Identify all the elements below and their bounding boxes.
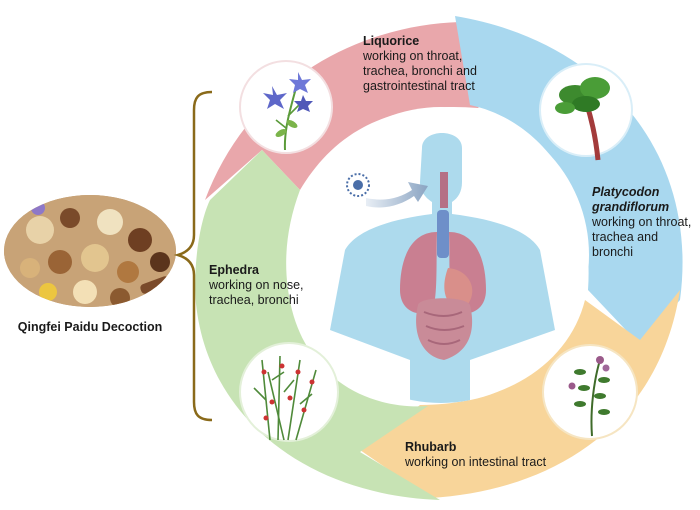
decoction-herbs-image (4, 195, 176, 307)
virus-icon (346, 173, 370, 197)
decoction-caption: Qingfei Paidu Decoction (18, 320, 162, 334)
platycodon-desc-line-1: working on throat, (592, 215, 692, 229)
platycodon-herb-circle (539, 63, 633, 161)
rhubarb-plant-icon (555, 77, 610, 161)
leafy-herb-icon (568, 356, 610, 437)
platycodon-desc-line-2: trachea and (592, 230, 659, 244)
liquorice-desc-line-1: working on throat, (363, 49, 463, 63)
rhubarb-title: Rhubarb (405, 440, 457, 454)
ephedra-stems-icon (253, 355, 317, 441)
ephedra-desc-line-1: working on nose, (209, 278, 304, 292)
platycodon-desc-line-3: bronchi (592, 245, 633, 259)
ephedra-label: Ephedra working on nose, trachea, bronch… (209, 263, 319, 308)
bellflower-icon (263, 72, 313, 151)
platycodon-label: Platycodon grandiflorum working on throa… (592, 185, 700, 260)
rhubarb-desc-line-1: working on intestinal tract (405, 455, 547, 469)
liquorice-desc-line-3: gastrointestinal tract (363, 79, 475, 93)
platycodon-title-line-1: Platycodon (592, 185, 660, 199)
liquorice-title: Liquorice (363, 34, 420, 48)
rhubarb-label: Rhubarb working on intestinal tract (405, 440, 605, 470)
platycodon-title-line-2: grandiflorum (592, 200, 670, 214)
ring-segment-rhubarb (360, 290, 680, 498)
human-respiratory-icon (330, 133, 555, 403)
ring-segment-liquorice (205, 22, 530, 200)
inhalation-arrow (366, 182, 428, 208)
liquorice-label: Liquorice working on throat, trachea, br… (363, 34, 523, 94)
rhubarb-herb-circle (542, 344, 638, 440)
grouping-brace (173, 90, 213, 422)
liquorice-herb-circle (239, 60, 333, 154)
ephedra-title: Ephedra (209, 263, 260, 277)
liquorice-desc-line-2: trachea, bronchi and (363, 64, 477, 78)
ephedra-desc-line-2: trachea, bronchi (209, 293, 299, 307)
ephedra-herb-circle (239, 342, 339, 442)
